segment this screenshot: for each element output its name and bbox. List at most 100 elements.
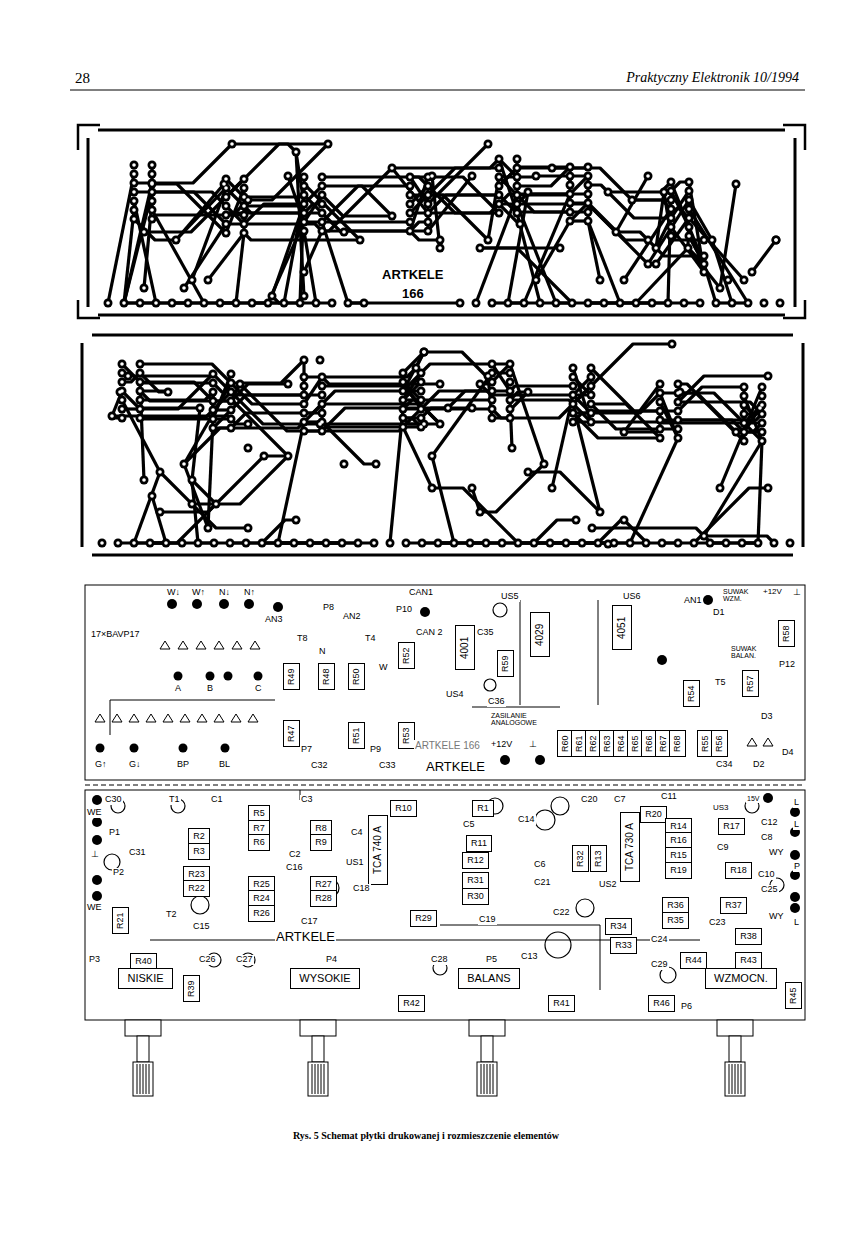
resistor-box: R1 — [472, 800, 494, 817]
part-label: R36 — [667, 901, 684, 910]
part-label: W↑ — [191, 588, 206, 598]
part-label: R60 — [561, 735, 570, 752]
part-label: AN2 — [342, 612, 362, 622]
resistor-box: R35 — [662, 912, 689, 929]
part-label: ⊥ — [792, 588, 802, 598]
part-label: P4 — [325, 955, 338, 965]
part-label: R8 — [315, 824, 327, 833]
resistor-box: R13 — [590, 845, 607, 872]
part-label: C17 — [300, 917, 319, 927]
resistor-box: R12 — [462, 852, 489, 869]
part-label: R40 — [135, 957, 152, 966]
resistor-box: R56 — [711, 730, 728, 757]
part-label: R64 — [617, 735, 626, 752]
part-label: R18 — [730, 866, 747, 875]
part-label: R59 — [501, 655, 510, 672]
resistor-box: R51 — [348, 722, 365, 749]
part-label: R56 — [715, 735, 724, 752]
resistor-box: R21 — [112, 907, 129, 934]
part-label: ZASILANIE ANALOGOWE — [490, 712, 552, 727]
part-label: D3 — [760, 712, 774, 722]
part-label: C20 — [580, 795, 599, 805]
page-header: Praktyczny Elektronik 10/1994 — [625, 70, 800, 85]
resistor-box: R3 — [188, 843, 210, 860]
potentiometer-box: WYSOKIE — [290, 968, 360, 989]
resistor-box: R26 — [248, 905, 275, 922]
part-label: C33 — [378, 761, 397, 771]
part-label: R19 — [670, 866, 687, 875]
part-label: R24 — [253, 894, 270, 903]
resistor-box: R59 — [497, 650, 514, 677]
part-label: C1 — [210, 795, 224, 805]
part-label: P5 — [485, 955, 498, 965]
part-label: CAN1 — [408, 588, 434, 598]
part-label: P6 — [680, 1002, 693, 1012]
part-label: C4 — [350, 828, 364, 838]
part-label: R32 — [576, 850, 585, 867]
part-label: R2 — [193, 832, 205, 841]
part-label: R62 — [589, 735, 598, 752]
part-label: 4029 — [535, 623, 545, 645]
resistor-box: R44 — [680, 952, 707, 969]
corner-mark — [783, 300, 805, 318]
part-label: BL — [218, 760, 231, 770]
part-label: US2 — [598, 880, 618, 890]
part-label: BALANS — [467, 973, 510, 984]
part-label: R16 — [670, 836, 687, 845]
part-label: R17 — [723, 822, 740, 831]
resistor-box: R18 — [725, 862, 752, 879]
part-label: R35 — [667, 916, 684, 925]
pcb-trace-layer — [82, 335, 803, 555]
part-label: P2 — [112, 868, 125, 878]
part-label: P10 — [395, 605, 413, 615]
part-label: R54 — [687, 685, 696, 702]
part-label: C26 — [198, 955, 217, 965]
part-label: R33 — [615, 941, 632, 950]
component-layout — [85, 585, 805, 1020]
part-label: C8 — [760, 833, 774, 843]
part-label: T2 — [165, 910, 178, 920]
part-label: 166 — [401, 287, 425, 301]
pcb-trace-layer — [88, 130, 795, 315]
part-label: US5 — [500, 592, 520, 602]
part-label: C36 — [487, 697, 506, 707]
part-label: R63 — [603, 735, 612, 752]
part-label: R49 — [287, 668, 296, 685]
resistor-box: R20 — [640, 806, 667, 823]
part-label: C35 — [476, 628, 495, 638]
potentiometer-box: BALANS — [458, 968, 520, 989]
part-label: R27 — [315, 880, 332, 889]
part-label: ⊥ — [528, 740, 538, 750]
part-label: C19 — [478, 915, 497, 925]
part-label: R12 — [467, 856, 484, 865]
resistor-box: R53 — [398, 722, 415, 749]
part-label: G↓ — [128, 760, 142, 770]
part-label: P — [793, 862, 801, 872]
part-label: +12V — [762, 588, 783, 597]
resistor-box: R9 — [310, 834, 332, 851]
resistor-box: R34 — [605, 918, 632, 935]
part-label: P3 — [88, 955, 101, 965]
resistor-box: R54 — [683, 680, 700, 707]
part-label: ARTKELE — [425, 760, 486, 774]
resistor-box: R17 — [718, 818, 745, 835]
part-label: R20 — [645, 810, 662, 819]
resistor-box: R29 — [410, 910, 437, 927]
part-label: C14 — [517, 815, 536, 825]
part-label: R14 — [670, 822, 687, 831]
resistor-box: R22 — [183, 880, 210, 897]
part-label: R5 — [253, 809, 265, 818]
part-label: P7 — [300, 745, 313, 755]
resistor-box: R6 — [248, 834, 270, 851]
part-label: ARTKELE — [381, 268, 444, 282]
part-label: C21 — [533, 878, 552, 888]
part-label: G↑ — [94, 760, 108, 770]
part-label: L — [793, 918, 800, 928]
part-label: C32 — [310, 761, 329, 771]
part-label: R52 — [402, 647, 411, 664]
part-label: R46 — [653, 999, 670, 1008]
resistor-box: R28 — [310, 890, 337, 907]
part-label: C10 — [757, 870, 776, 880]
part-label: R38 — [740, 932, 757, 941]
